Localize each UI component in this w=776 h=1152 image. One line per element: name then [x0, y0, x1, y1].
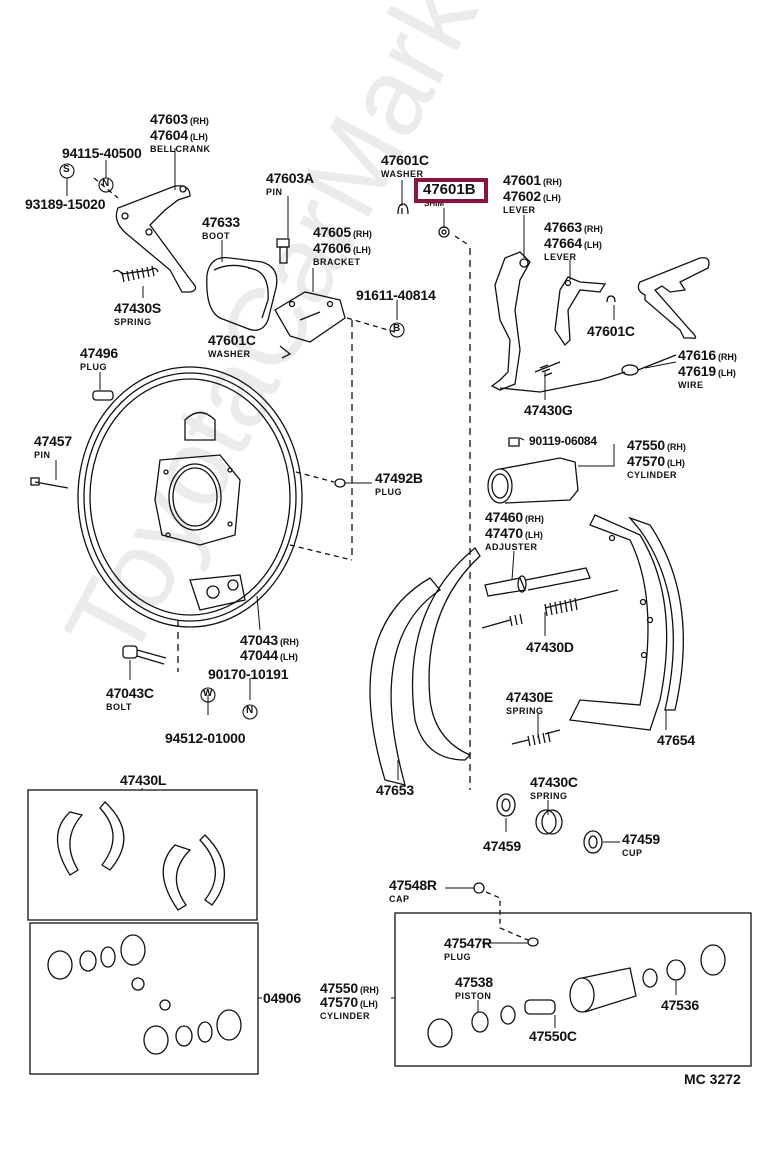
callout-s: S: [63, 164, 70, 175]
part-label-47601b-name: SHIM: [424, 199, 444, 208]
bellcrank-part[interactable]: [93, 177, 197, 293]
assembly-line: [289, 544, 353, 561]
callout-w: W: [203, 688, 213, 699]
part-label-47616[interactable]: 47616(RH): [678, 347, 737, 363]
part-label-47550-upper[interactable]: 47550(RH): [627, 437, 686, 453]
wheel-cylinder-box: [394, 912, 752, 1067]
callout-b: B: [393, 323, 401, 334]
part-label-47619[interactable]: 47619(LH)WIRE: [678, 363, 736, 390]
spring-47430c[interactable]: [535, 809, 563, 835]
lever-47601-part[interactable]: [490, 251, 531, 391]
shoe-kit-shoes[interactable]: [57, 801, 225, 911]
plug-47496[interactable]: [92, 390, 114, 401]
catalog-code: MC 3272: [684, 1071, 741, 1087]
wheel-cylinder-exploded[interactable]: [427, 882, 726, 1048]
callout-circles: [59, 163, 405, 720]
part-label-94115-40500[interactable]: 94115-40500: [62, 145, 142, 161]
brake-shoe-47654[interactable]: [569, 514, 684, 731]
lever-47663-part[interactable]: [554, 276, 616, 347]
cup-47459-left[interactable]: [496, 793, 516, 817]
part-label-47430g[interactable]: 47430G: [524, 402, 573, 418]
cylinder-kit-parts[interactable]: [47, 934, 242, 1055]
parking-brake-wire[interactable]: [499, 354, 677, 393]
part-label-47460[interactable]: 47460(RH): [485, 509, 544, 525]
part-label-47470[interactable]: 47470(LH)ADJUSTER: [485, 525, 543, 552]
part-label-47603[interactable]: 47603(RH): [150, 111, 209, 127]
wheel-cylinder-upper[interactable]: [487, 437, 579, 504]
part-label-47430l[interactable]: 47430L: [120, 772, 167, 788]
shoe-kit-box: [27, 789, 258, 921]
part-label-90119-06084[interactable]: 90119-06084: [529, 434, 597, 448]
boot-part[interactable]: [206, 256, 278, 331]
spring-47430e[interactable]: [511, 729, 561, 747]
callout-n2: N: [246, 705, 254, 716]
part-label-47653[interactable]: 47653: [376, 782, 414, 798]
part-label-47459-left[interactable]: 47459: [483, 838, 521, 854]
part-label-47664[interactable]: 47664(LH)LEVER: [544, 235, 602, 262]
adjuster-part[interactable]: [484, 567, 591, 597]
callout-n: N: [102, 178, 110, 189]
part-label-47043[interactable]: 47043(RH): [240, 632, 299, 648]
part-label-47550-lower[interactable]: 47550(RH): [320, 980, 379, 996]
part-label-04906[interactable]: 04906: [263, 990, 301, 1006]
leader-lines: [55, 148, 677, 1028]
spring-47430s[interactable]: [112, 265, 159, 283]
part-label-47570-lower[interactable]: 47570(LH)CYLINDER: [320, 994, 378, 1021]
bracket-part[interactable]: [274, 291, 396, 359]
part-label-47605[interactable]: 47605(RH): [313, 224, 372, 240]
part-label-47601c-right[interactable]: 47601C: [587, 323, 635, 339]
plug-47492b[interactable]: [295, 471, 346, 488]
part-label-47570-upper[interactable]: 47570(LH)CYLINDER: [627, 453, 685, 480]
part-label-47604[interactable]: 47604(LH)BELLCRANK: [150, 127, 211, 154]
washer-47601c[interactable]: [397, 203, 409, 215]
cup-47459-right[interactable]: [583, 830, 603, 854]
part-label-47606[interactable]: 47606(LH)BRACKET: [313, 240, 371, 267]
part-label-91611-40814[interactable]: 91611-40814: [356, 287, 436, 303]
backing-plate[interactable]: [77, 366, 303, 628]
part-label-93189-15020[interactable]: 93189-15020: [25, 196, 106, 212]
part-label-47663[interactable]: 47663(RH): [544, 219, 603, 235]
shim-47601b[interactable]: [438, 226, 471, 247]
brake-shoe-47653[interactable]: [369, 547, 481, 786]
spring-47430d[interactable]: [481, 589, 619, 629]
part-label-47430d[interactable]: 47430D: [526, 639, 574, 655]
part-label-47601[interactable]: 47601(RH): [503, 172, 562, 188]
part-label-47536[interactable]: 47536: [661, 997, 699, 1013]
pin-47603a[interactable]: [276, 238, 290, 264]
bolt-47043c[interactable]: [122, 645, 167, 665]
part-label-94512-01000[interactable]: 94512-01000: [165, 730, 246, 746]
part-label-47654[interactable]: 47654: [657, 732, 695, 748]
pin-47457[interactable]: [30, 477, 69, 489]
part-label-47044[interactable]: 47044(LH): [240, 647, 298, 663]
part-label-47550c[interactable]: 47550C: [529, 1028, 577, 1044]
part-label-47602[interactable]: 47602(LH)LEVER: [503, 188, 561, 215]
highlighted-part-number[interactable]: 47601B: [423, 181, 476, 198]
part-label-90170-10191[interactable]: 90170-10191: [208, 666, 289, 682]
highlight-box: [414, 178, 488, 203]
parking-lever-part[interactable]: [637, 257, 710, 339]
